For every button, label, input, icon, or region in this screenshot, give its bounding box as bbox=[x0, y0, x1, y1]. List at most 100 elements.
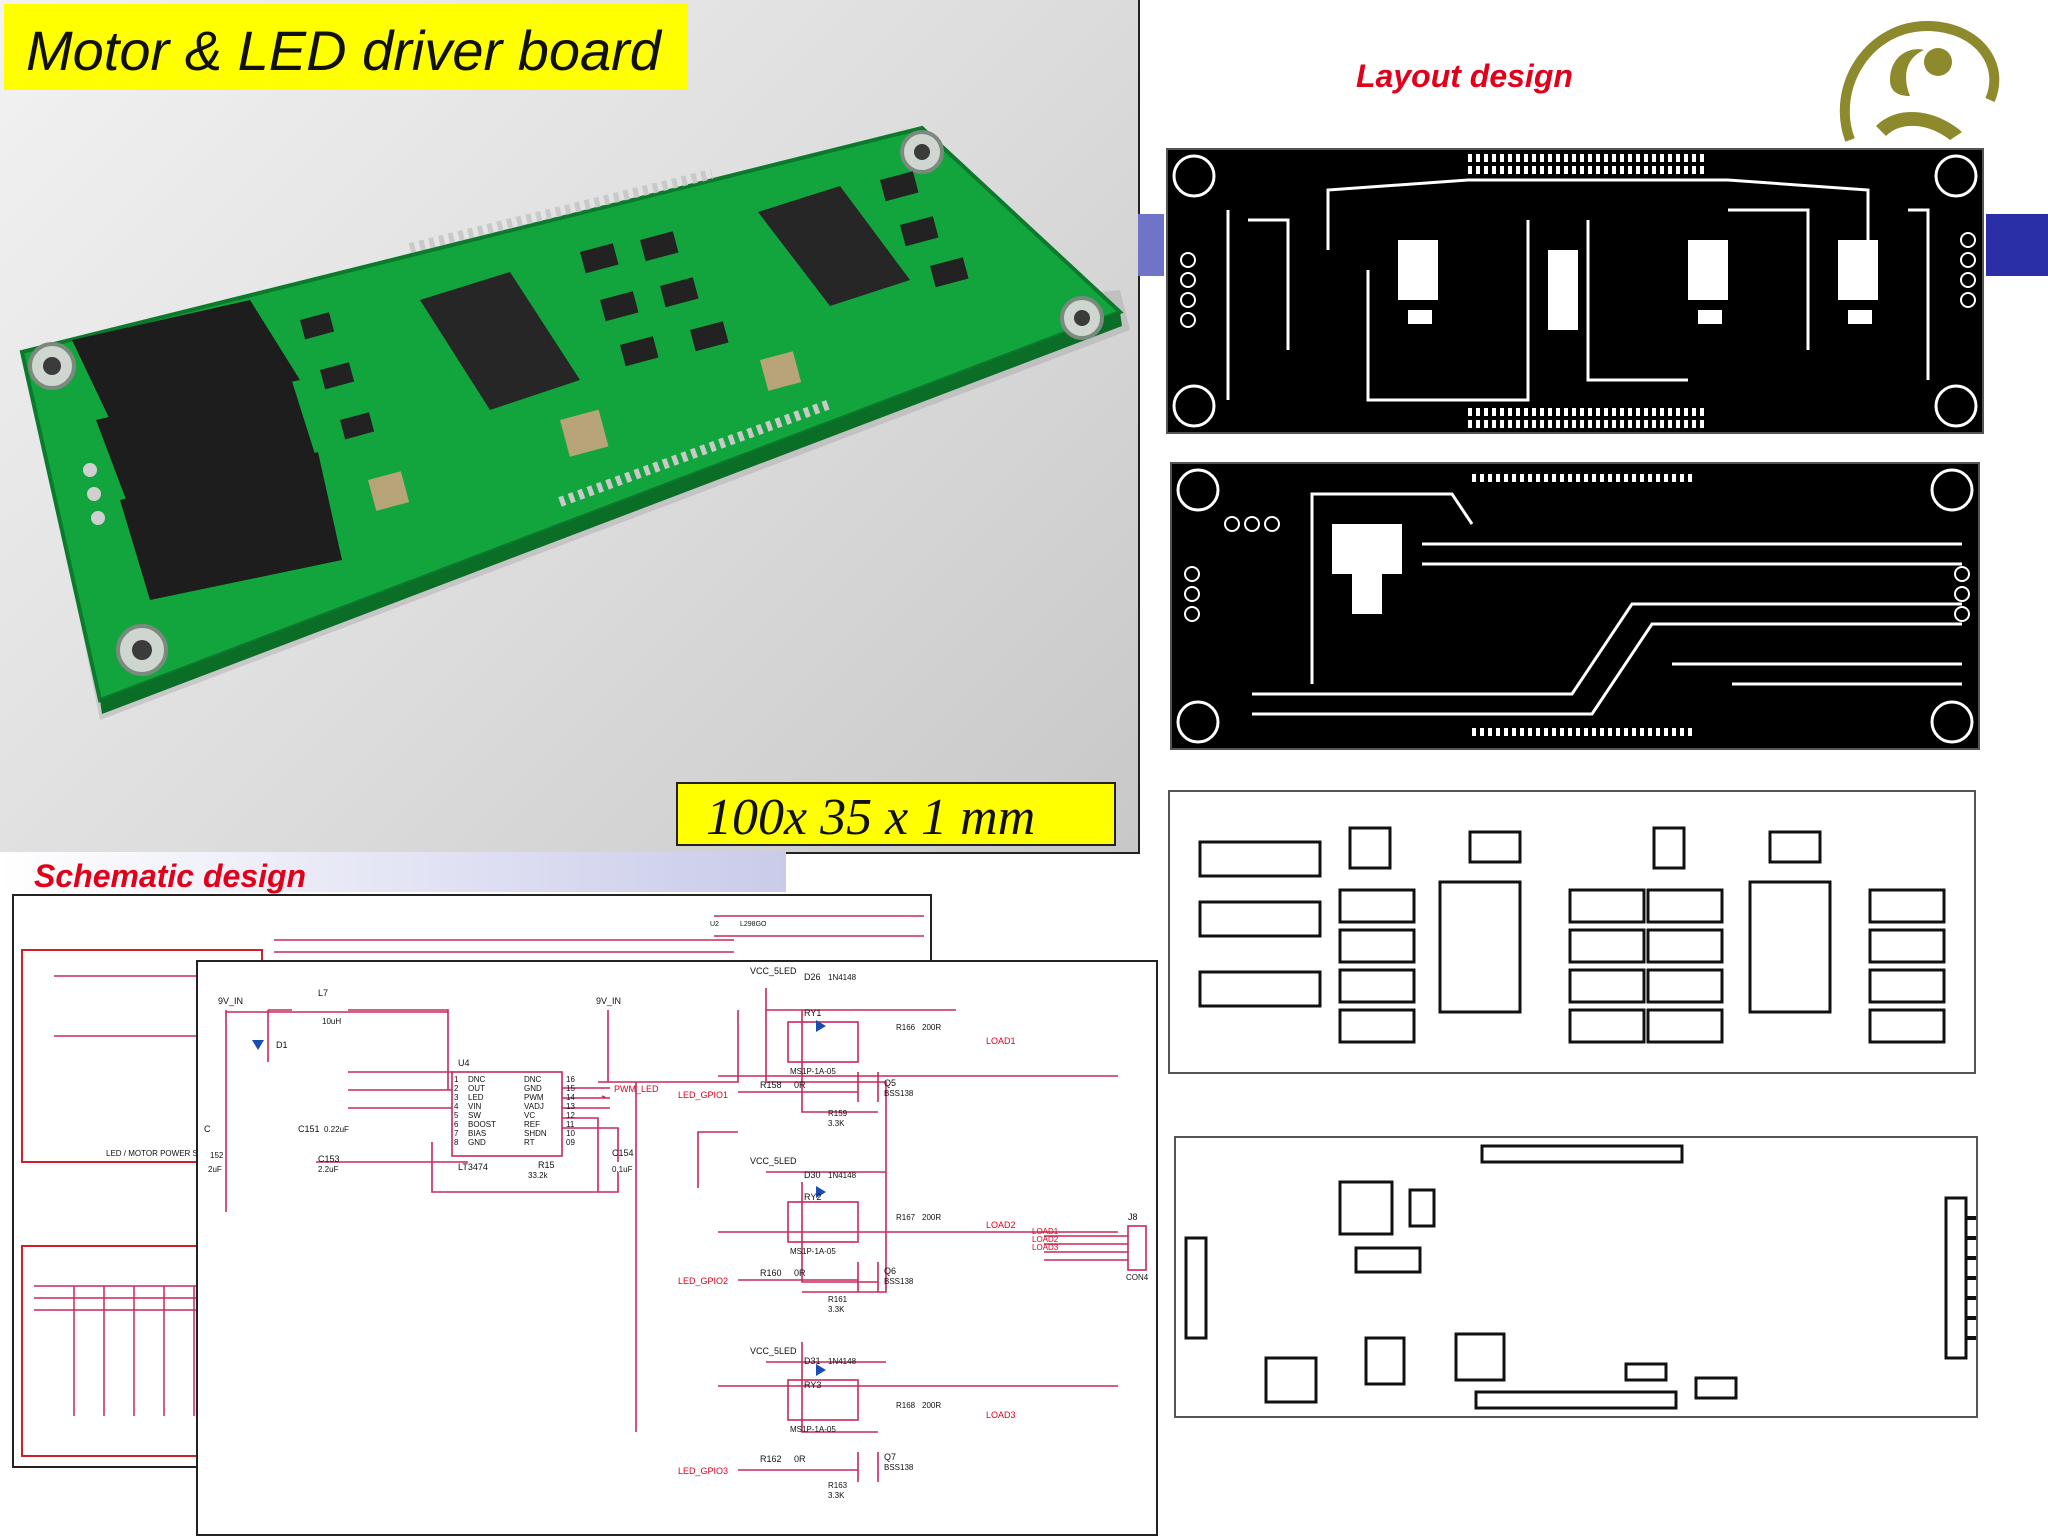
u4-pins-left: DNC OUT LED VIN SW BOOST BIAS GND 1 2 3 … bbox=[454, 1075, 496, 1147]
bottom-assembly-outlines bbox=[1184, 1144, 1976, 1410]
u4-pin-r2: GND bbox=[524, 1084, 542, 1093]
r168-ref: R168 bbox=[896, 1401, 916, 1410]
r159-value: 3.3K bbox=[828, 1119, 845, 1128]
d31-part: 1N4148 bbox=[828, 1357, 857, 1366]
ry2-part: MS1P-1A-05 bbox=[790, 1247, 836, 1256]
accent-bar-left bbox=[1138, 214, 1164, 276]
board-photo-illustration bbox=[19, 125, 1130, 720]
layout-design-label: Layout design bbox=[1356, 58, 1573, 94]
r158-value: 0R bbox=[794, 1080, 806, 1090]
d26-ref: D26 bbox=[804, 972, 821, 982]
r167-value: 200R bbox=[922, 1213, 941, 1222]
u4-pin-l6: BOOST bbox=[468, 1120, 496, 1129]
j8-load2: LOAD2 bbox=[1032, 1235, 1059, 1244]
q6-part: BSS138 bbox=[884, 1277, 914, 1286]
c152-num: 152 bbox=[210, 1151, 224, 1160]
r158-ref: R158 bbox=[760, 1080, 782, 1090]
u4-num-l4: 4 bbox=[454, 1102, 459, 1111]
l7-value: 10uH bbox=[322, 1017, 341, 1026]
q5-part: BSS138 bbox=[884, 1089, 914, 1098]
u4-pin-l7: BIAS bbox=[468, 1129, 486, 1138]
c152-ref: C bbox=[204, 1124, 211, 1134]
c153-value: 2.2uF bbox=[318, 1165, 339, 1174]
pcb-layout-top-copper bbox=[1166, 148, 1984, 434]
schematic-sheet-front: 9V_IN 9V_IN L7 10uH D1 U4 LT3474 DNC OUT… bbox=[196, 960, 1158, 1536]
r160-value: 0R bbox=[794, 1268, 806, 1278]
c151-value: 0.22uF bbox=[324, 1125, 349, 1134]
r163-value: 3.3K bbox=[828, 1491, 845, 1500]
vcc-5led-1: VCC_5LED bbox=[750, 966, 797, 976]
r168-value: 200R bbox=[922, 1401, 941, 1410]
top-assembly-outlines bbox=[1198, 826, 1946, 1044]
d26-part: 1N4148 bbox=[828, 973, 857, 982]
front-sheet-drawing: 9V_IN 9V_IN L7 10uH D1 U4 LT3474 DNC OUT… bbox=[204, 966, 1149, 1500]
u4-num-l8: 8 bbox=[454, 1138, 459, 1147]
driver-ic-2 bbox=[758, 186, 910, 306]
u4-pin-r4: VADJ bbox=[524, 1102, 544, 1111]
d30-ref: D30 bbox=[804, 1170, 821, 1180]
d31-ref: D31 bbox=[804, 1356, 821, 1366]
ry3-ref: RY3 bbox=[804, 1380, 821, 1390]
pcb-assembly-bottom bbox=[1174, 1136, 1978, 1418]
vcc-5led-3: VCC_5LED bbox=[750, 1346, 797, 1356]
q7-ref: Q7 bbox=[884, 1452, 896, 1462]
l7-ref: L7 bbox=[318, 988, 328, 998]
u4-num-r4: 13 bbox=[566, 1102, 575, 1111]
q6-ref: Q6 bbox=[884, 1266, 896, 1276]
u2-ref: U2 bbox=[710, 921, 719, 928]
ry2-ref: RY2 bbox=[804, 1192, 821, 1202]
d30-part: 1N4148 bbox=[828, 1171, 857, 1180]
c151-ref: C151 bbox=[298, 1124, 320, 1134]
r162-ref: R162 bbox=[760, 1454, 782, 1464]
u4-pin-r5: VC bbox=[524, 1111, 535, 1120]
schematic-design-label: Schematic design bbox=[34, 858, 307, 894]
u4-pin-r3: PWM bbox=[524, 1093, 544, 1102]
u4-num-r5: 12 bbox=[566, 1111, 575, 1120]
c153-ref: C153 bbox=[318, 1154, 340, 1164]
u4-pin-l3: LED bbox=[468, 1093, 484, 1102]
r166-ref: R166 bbox=[896, 1023, 916, 1032]
u4-num-l5: 5 bbox=[454, 1111, 459, 1120]
u4-num-r7: 10 bbox=[566, 1129, 575, 1138]
slide-title: Motor & LED driver board bbox=[26, 19, 661, 82]
ry1-part: MS1P-1A-05 bbox=[790, 1067, 836, 1076]
u4-num-l3: 3 bbox=[454, 1093, 459, 1102]
r160-ref: R160 bbox=[760, 1268, 782, 1278]
r167-ref: R167 bbox=[896, 1213, 916, 1222]
r166-value: 200R bbox=[922, 1023, 941, 1032]
j8-load3: LOAD3 bbox=[1032, 1243, 1059, 1252]
vcc-5led-2: VCC_5LED bbox=[750, 1156, 797, 1166]
u4-num-l2: 2 bbox=[454, 1084, 459, 1093]
u4-part: LT3474 bbox=[458, 1162, 488, 1172]
r159-ref: R159 bbox=[828, 1109, 848, 1118]
c152-value: 2uF bbox=[208, 1165, 222, 1174]
u4-num-r1: 16 bbox=[566, 1075, 575, 1084]
u4-num-l1: 1 bbox=[454, 1075, 459, 1084]
u4-ref: U4 bbox=[458, 1058, 470, 1068]
u4-num-r6: 11 bbox=[566, 1120, 575, 1129]
u4-num-l7: 7 bbox=[454, 1129, 459, 1138]
load1-net: LOAD1 bbox=[986, 1036, 1016, 1046]
q5-ref: Q5 bbox=[884, 1078, 896, 1088]
u4-pin-l2: OUT bbox=[468, 1084, 485, 1093]
u4-num-r2: 15 bbox=[566, 1084, 575, 1093]
board-photo: Motor & LED driver board 100x 35 x 1 mm bbox=[0, 0, 1140, 854]
u4-pin-r8: RT bbox=[524, 1138, 535, 1147]
board-dimensions: 100x 35 x 1 mm bbox=[706, 789, 1036, 846]
net-9v-in-left: 9V_IN bbox=[218, 996, 243, 1006]
net-9v-in-mid: 9V_IN bbox=[596, 996, 621, 1006]
pcb-layout-bottom-copper bbox=[1170, 462, 1980, 750]
dimension-highlight: 100x 35 x 1 mm bbox=[676, 782, 1116, 846]
load2-net: LOAD2 bbox=[986, 1220, 1016, 1230]
led-gpio3-net: LED_GPIO3 bbox=[678, 1466, 728, 1476]
u4-num-l6: 6 bbox=[454, 1120, 459, 1129]
ry3-part: MS1P-1A-05 bbox=[790, 1425, 836, 1434]
u4-pin-r6: REF bbox=[524, 1120, 540, 1129]
r15-value: 33.2k bbox=[528, 1171, 549, 1180]
q7-part: BSS138 bbox=[884, 1463, 914, 1472]
ry1-ref: RY1 bbox=[804, 1008, 821, 1018]
r161-ref: R161 bbox=[828, 1295, 848, 1304]
institution-logo bbox=[1839, 20, 2000, 142]
u4-pin-r7: SHDN bbox=[524, 1129, 547, 1138]
accent-bar-right bbox=[1986, 214, 2048, 276]
